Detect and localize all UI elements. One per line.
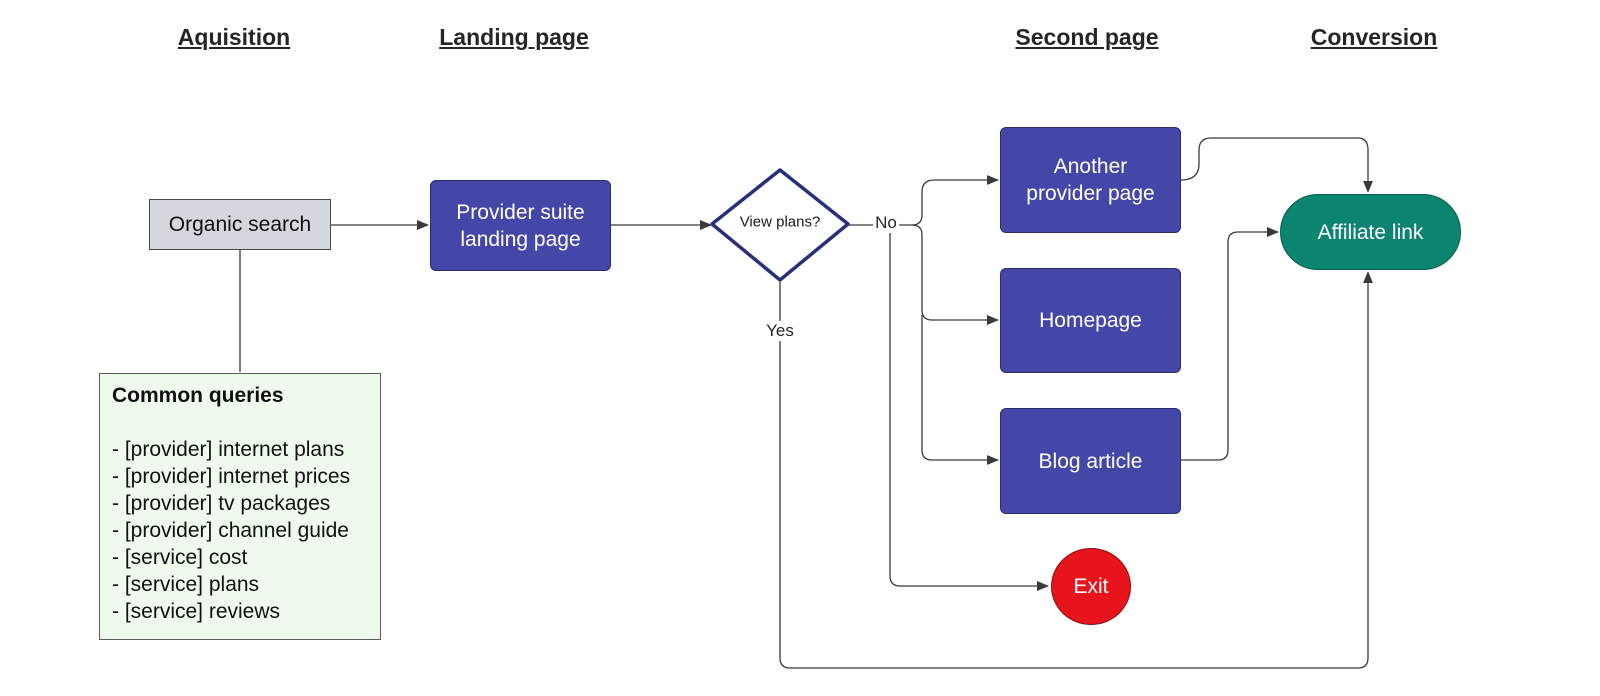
another-provider-label: Another provider page (1026, 155, 1155, 205)
edge-no-to-another-provider (911, 175, 999, 226)
organic-search-node: Organic search (149, 199, 331, 250)
query-item: - [provider] tv packages (112, 492, 331, 515)
affiliate-link-node: Affiliate link (1280, 194, 1461, 270)
common-queries-box: Common queries - [provider] internet pla… (99, 373, 381, 640)
edge-no-to-blog (921, 315, 999, 465)
another-provider-node: Another provider page (1000, 127, 1181, 233)
query-item: - [service] plans (112, 573, 260, 596)
query-item: - [provider] channel guide (112, 519, 349, 542)
blog-article-node: Blog article (1000, 408, 1181, 514)
exit-node: Exit (1051, 548, 1131, 625)
query-item: - [provider] internet plans (112, 438, 345, 461)
header-conversion: Conversion (1310, 24, 1438, 50)
homepage-label: Homepage (1039, 309, 1142, 332)
edge-another-to-affiliate (1180, 137, 1373, 193)
header-landing-page: Landing page (439, 24, 589, 50)
query-item: - [service] cost (112, 546, 248, 569)
common-queries-list: - [provider] internet plans - [provider]… (112, 436, 368, 625)
no-label: No (873, 213, 899, 233)
header-acquisition: Aquisition (177, 24, 291, 50)
exit-label: Exit (1073, 575, 1109, 598)
decision-diamond (710, 168, 850, 282)
yes-label: Yes (764, 321, 796, 341)
edge-decision-yes-to-affiliate (779, 271, 1373, 669)
edge-blog-to-affiliate (1181, 227, 1279, 461)
provider-suite-node: Provider suite landing page (430, 180, 611, 271)
query-item: - [provider] internet prices (112, 465, 351, 488)
common-queries-title: Common queries (112, 384, 284, 407)
edge-no-to-exit (889, 225, 1049, 591)
query-item: - [service] reviews (112, 600, 281, 623)
homepage-node: Homepage (1000, 268, 1181, 373)
provider-suite-label: Provider suite landing page (456, 200, 585, 251)
header-second-page: Second page (1015, 24, 1159, 50)
blog-article-label: Blog article (1038, 449, 1143, 473)
affiliate-link-label: Affiliate link (1317, 220, 1424, 244)
view-plans-label: View plans? (739, 213, 821, 231)
organic-search-label: Organic search (168, 213, 312, 236)
edge-no-to-homepage (911, 224, 999, 325)
